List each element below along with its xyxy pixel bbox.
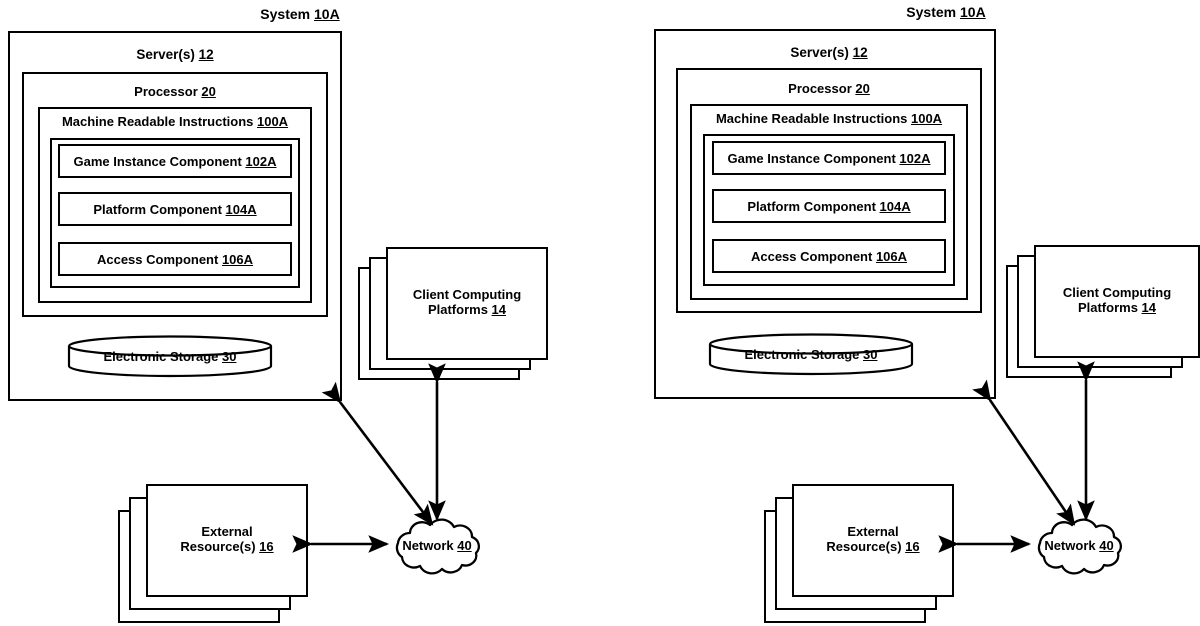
panel-title-ref: 10A: [960, 4, 986, 20]
connector-layer-left: [292, 363, 446, 553]
game-instance-component-box[interactable]: Game Instance Component 102A: [712, 141, 946, 175]
cylinder-shape: [67, 335, 273, 378]
network-cloud[interactable]: Network 40: [1024, 513, 1134, 579]
electronic-storage-cylinder: Electronic Storage 30: [708, 333, 914, 376]
platform-component-label: Platform Component 104A: [747, 199, 911, 214]
game-instance-component-box[interactable]: Game Instance Component 102A: [58, 144, 292, 178]
external-resources-label: External Resource(s) 16: [180, 524, 274, 555]
electronic-storage-cylinder: Electronic Storage 30: [67, 335, 273, 378]
client-computing-platforms-stack[interactable]: Client Computing Platforms 14: [1006, 245, 1200, 378]
client-computing-platforms-label: Client Computing Platforms 14: [1062, 285, 1172, 316]
connector-layer-right: [938, 361, 1095, 553]
external-resources-label: External Resource(s) 16: [826, 524, 920, 555]
access-component-label: Access Component 106A: [750, 249, 908, 264]
access-component-box[interactable]: Access Component 106A: [712, 239, 946, 273]
machine-readable-instructions-label: Machine Readable Instructions 100A: [61, 114, 289, 129]
panel-title-ref: 10A: [314, 6, 340, 22]
cylinder-shape: [708, 333, 914, 376]
electronic-storage-label: Electronic Storage 30: [744, 347, 878, 362]
panel-title-text: System: [906, 4, 960, 20]
network-label: Network 40: [402, 538, 472, 553]
external-resource-sheet-front: External Resource(s) 16: [146, 484, 308, 597]
client-computing-platforms-label: Client Computing Platforms 14: [412, 287, 522, 318]
access-component-label: Access Component 106A: [96, 252, 254, 267]
game-instance-component-label: Game Instance Component 102A: [73, 154, 277, 169]
external-resources-stack[interactable]: External Resource(s) 16: [764, 484, 954, 623]
server-label: Server(s) 12: [790, 45, 868, 60]
electronic-storage-label: Electronic Storage 30: [103, 349, 237, 364]
machine-readable-instructions-label: Machine Readable Instructions 100A: [715, 111, 943, 126]
system-panel-right: System 10A Server(s) 12 Processor 20 Mac…: [646, 0, 1200, 626]
panel-title-left: System 10A: [0, 6, 600, 22]
network-label: Network 40: [1044, 538, 1114, 553]
client-platform-sheet-front: Client Computing Platforms 14: [1034, 245, 1200, 358]
access-component-box[interactable]: Access Component 106A: [58, 242, 292, 276]
platform-component-box[interactable]: Platform Component 104A: [712, 189, 946, 223]
client-computing-platforms-stack[interactable]: Client Computing Platforms 14: [358, 247, 548, 380]
processor-label: Processor 20: [788, 81, 870, 96]
platform-component-label: Platform Component 104A: [93, 202, 257, 217]
panel-title-text: System: [260, 6, 314, 22]
system-panel-left: System 10A Server(s) 12 Processor 20 Mac…: [0, 6, 600, 623]
processor-label: Processor 20: [134, 84, 216, 99]
arrow-server-to-network: [972, 379, 1076, 526]
server-label: Server(s) 12: [136, 47, 214, 62]
platform-component-box[interactable]: Platform Component 104A: [58, 192, 292, 226]
external-resources-stack[interactable]: External Resource(s) 16: [118, 484, 308, 623]
game-instance-component-label: Game Instance Component 102A: [727, 151, 931, 166]
panel-title-right: System 10A: [646, 4, 1200, 20]
client-platform-sheet-front: Client Computing Platforms 14: [386, 247, 548, 360]
arrow-server-to-network: [321, 381, 434, 526]
